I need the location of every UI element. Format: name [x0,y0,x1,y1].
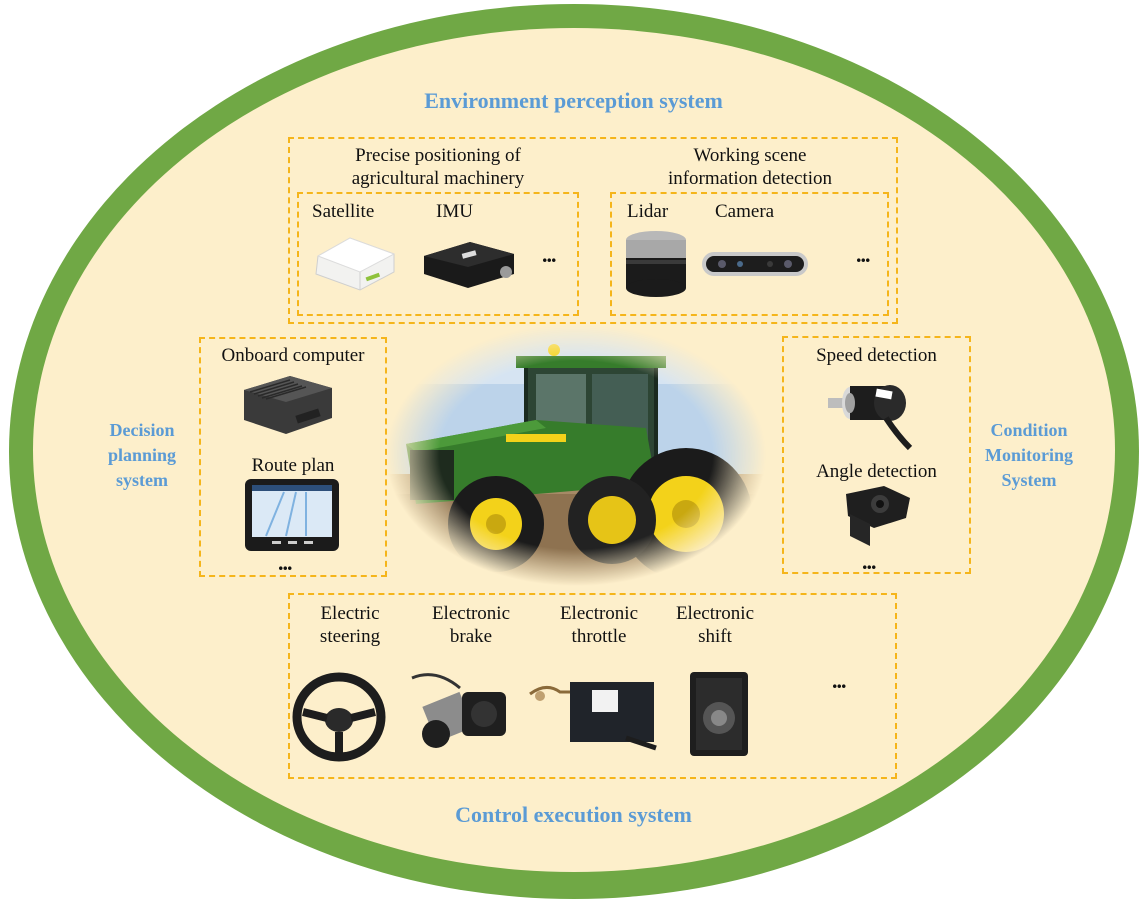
throttle-module-image [529,682,657,751]
steering-wheel-image [292,672,386,762]
lidar-label: Lidar [627,201,669,222]
lidar-image [626,231,686,297]
scene-detection-title: Working scene information detection [667,145,833,189]
decision-ellipsis: ... [278,550,292,575]
condition-box [782,336,971,574]
satellite-label: Satellite [312,201,375,222]
tractor-image [386,324,766,586]
speed-encoder-image [828,385,913,451]
onboard-computer-label: Onboard computer [221,345,365,366]
decision-system-title: Decision planning system [107,420,177,490]
condition-ellipsis: ... [862,549,876,574]
positioning-title: Precise positioning of agricultural mach… [351,145,525,189]
satellite-receiver-image [315,237,396,291]
condition-system-title: Condition Monitoring System [985,420,1073,490]
brake-actuator-image [411,673,506,748]
control-box [288,593,897,779]
angle-detection-label: Angle detection [816,461,937,482]
imu-image [424,242,514,288]
shift-actuator-image [690,672,748,756]
angle-sensor-image [846,486,910,546]
positioning-ellipsis: ... [542,242,556,267]
scene-detection-box [610,192,889,316]
route-plan-display-image [245,479,339,551]
imu-label: IMU [436,201,473,222]
onboard-computer-image [244,376,332,434]
scene-detection-ellipsis: ... [856,242,870,267]
environment-box [288,137,898,324]
environment-system-title: Environment perception system [424,88,723,113]
camera-image [702,252,808,276]
route-plan-label: Route plan [251,455,335,476]
control-ellipsis: ... [832,668,846,693]
camera-label: Camera [715,201,775,222]
positioning-box [297,192,579,316]
control-system-title: Control execution system [455,802,692,827]
speed-detection-label: Speed detection [816,345,937,366]
